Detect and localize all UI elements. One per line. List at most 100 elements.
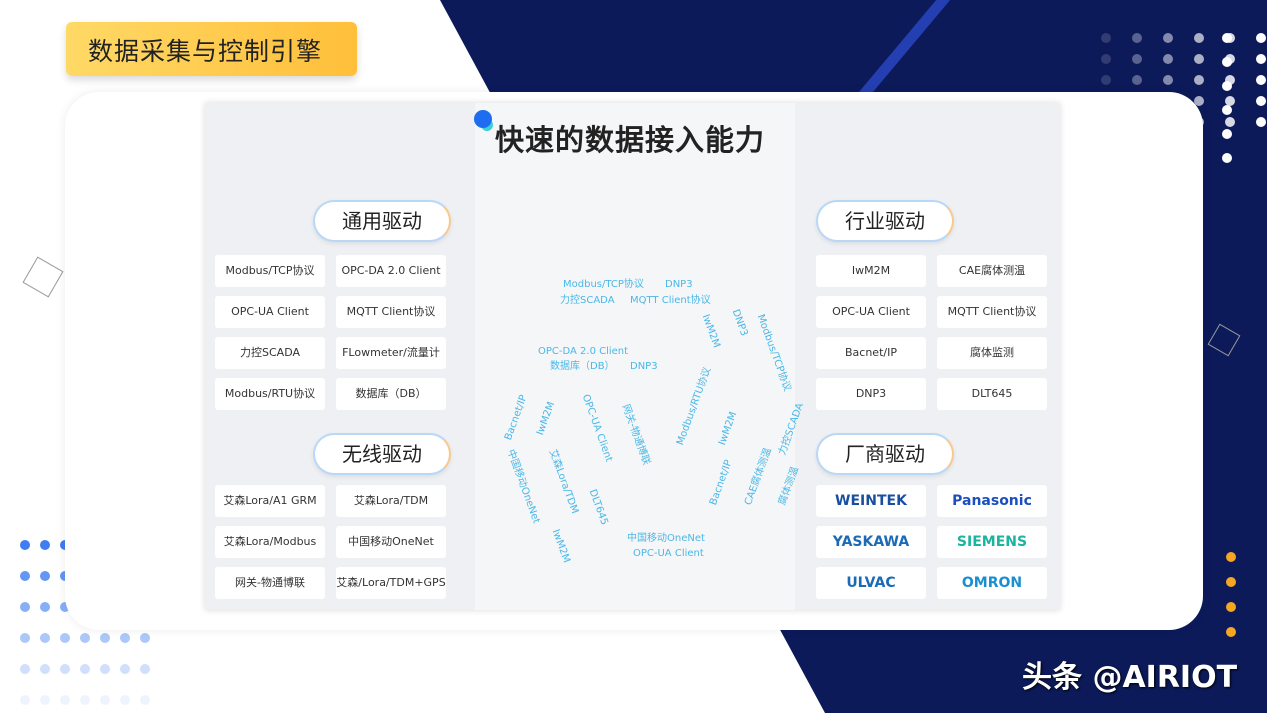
decor-dot (40, 540, 50, 550)
decor-dot (20, 602, 30, 612)
driver-panel: 快速的数据接入能力 通用驱动 无线驱动 行业驱动 厂商驱动 Modbus/TCP… (205, 103, 1060, 610)
decor-dot (40, 695, 50, 705)
decor-dot (1226, 602, 1236, 612)
watermark: 头条 @AIRIOT (1022, 660, 1238, 695)
decor-dot (1226, 627, 1236, 637)
wireless-driver-item: 艾森Lora/Modbus (215, 526, 325, 558)
decor-dot (140, 633, 150, 643)
cloud-protocol-label: Modbus/TCP协议 (563, 279, 644, 290)
main-title: 快速的数据接入能力 (495, 123, 766, 157)
decor-dot (80, 633, 90, 643)
decor-dot (1256, 117, 1266, 127)
industry-drivers-heading: 行业驱动 (816, 200, 954, 242)
decor-dot (1226, 577, 1236, 587)
decor-dot (1222, 153, 1232, 163)
decor-dot (80, 695, 90, 705)
general-driver-item: OPC-UA Client (215, 296, 325, 328)
decor-dot (40, 602, 50, 612)
center-column (475, 103, 795, 610)
decor-dot (1222, 129, 1232, 139)
decor-dot (1101, 75, 1111, 85)
industry-driver-item: 腐体监测 (937, 337, 1047, 369)
vendor-logo-panasonic: Panasonic (937, 485, 1047, 517)
decor-dot (120, 633, 130, 643)
cube-icon (22, 256, 64, 298)
decor-dot (1256, 33, 1266, 43)
vendor-logo-omron: OMRON (937, 567, 1047, 599)
general-driver-item: 数据库（DB） (336, 378, 446, 410)
decor-dot (1256, 96, 1266, 106)
decor-dot (1225, 117, 1235, 127)
decor-dot (120, 664, 130, 674)
decor-dot (100, 633, 110, 643)
industry-driver-item: MQTT Client协议 (937, 296, 1047, 328)
general-driver-item: FLowmeter/流量计 (336, 337, 446, 369)
decor-dot (80, 664, 90, 674)
decor-dot (20, 633, 30, 643)
wireless-driver-item: 网关-物通博联 (215, 567, 325, 599)
decor-dot (20, 540, 30, 550)
industry-driver-item: DLT645 (937, 378, 1047, 410)
decor-dot (1194, 54, 1204, 64)
cloud-protocol-label: DNP3 (630, 361, 658, 372)
decor-dot (40, 664, 50, 674)
brand-dot-icon (474, 110, 492, 128)
decor-dot (1163, 75, 1173, 85)
industry-driver-item: CAE腐体测温 (937, 255, 1047, 287)
decor-dot (40, 571, 50, 581)
decor-dot (120, 695, 130, 705)
general-driver-item: 力控SCADA (215, 337, 325, 369)
cloud-protocol-label: OPC-UA Client (633, 548, 704, 559)
decor-dot (1101, 54, 1111, 64)
cloud-protocol-label: 力控SCADA (560, 295, 615, 306)
wireless-driver-item: 艾森Lora/A1 GRM (215, 485, 325, 517)
general-driver-item: MQTT Client协议 (336, 296, 446, 328)
decor-dot (1163, 33, 1173, 43)
decor-dot (1256, 54, 1266, 64)
cloud-protocol-label: 中国移动OneNet (627, 533, 705, 544)
decor-dot (1226, 552, 1236, 562)
decor-dot (60, 695, 70, 705)
vendor-drivers-heading: 厂商驱动 (816, 433, 954, 475)
decor-dot (140, 664, 150, 674)
general-driver-item: Modbus/TCP协议 (215, 255, 325, 287)
decor-dot (1222, 57, 1232, 67)
decor-dot (100, 695, 110, 705)
industry-driver-item: IwM2M (816, 255, 926, 287)
vendor-logo-weintek: WEINTEK (816, 485, 926, 517)
decor-dot (1132, 33, 1142, 43)
decor-dot (60, 664, 70, 674)
decor-dot (1132, 54, 1142, 64)
decor-dot (20, 664, 30, 674)
decor-dot (1222, 81, 1232, 91)
cloud-protocol-label: MQTT Client协议 (630, 295, 711, 306)
decor-dot (1194, 96, 1204, 106)
decor-dot (1225, 96, 1235, 106)
decor-dot (1225, 75, 1235, 85)
general-drivers-heading: 通用驱动 (313, 200, 451, 242)
decor-dot (20, 695, 30, 705)
vendor-logo-siemens: SIEMENS (937, 526, 1047, 558)
cloud-protocol-label: DNP3 (665, 279, 693, 290)
industry-driver-item: DNP3 (816, 378, 926, 410)
decor-dot (100, 664, 110, 674)
decor-dot (1222, 105, 1232, 115)
decor-dot (1194, 75, 1204, 85)
decor-dot (140, 695, 150, 705)
cloud-protocol-label: OPC-DA 2.0 Client (538, 346, 629, 357)
decor-dot (1222, 33, 1232, 43)
decor-dot (1256, 75, 1266, 85)
decor-dot (1163, 54, 1173, 64)
wireless-drivers-heading: 无线驱动 (313, 433, 451, 475)
wireless-driver-item: 艾森Lora/TDM (336, 485, 446, 517)
decor-dot (60, 602, 70, 612)
industry-driver-item: OPC-UA Client (816, 296, 926, 328)
industry-driver-item: Bacnet/IP (816, 337, 926, 369)
decor-dot (40, 633, 50, 643)
decor-dot (20, 571, 30, 581)
general-driver-item: OPC-DA 2.0 Client (336, 255, 446, 287)
vendor-logo-yaskawa: YASKAWA (816, 526, 926, 558)
cloud-protocol-label: 数据库（DB） (550, 361, 615, 372)
decor-dot (1101, 33, 1111, 43)
decor-dot (1194, 33, 1204, 43)
